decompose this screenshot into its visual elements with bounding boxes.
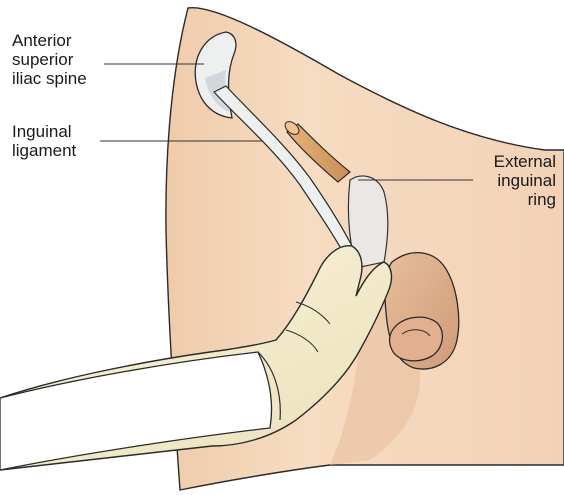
label-external-inguinal-ring: External inguinal ring: [494, 152, 556, 209]
label-anterior-superior-iliac-spine: Anterior superior iliac spine: [12, 31, 87, 88]
label-line: ring: [494, 190, 556, 209]
label-line: Anterior: [12, 31, 87, 50]
label-line: inguinal: [494, 171, 556, 190]
label-line: iliac spine: [12, 69, 87, 88]
label-inguinal-ligament: Inguinal ligament: [12, 122, 76, 160]
label-line: ligament: [12, 141, 76, 160]
label-line: External: [494, 152, 556, 171]
label-line: Inguinal: [12, 122, 76, 141]
penis-glans: [390, 317, 443, 361]
label-line: superior: [12, 50, 87, 69]
